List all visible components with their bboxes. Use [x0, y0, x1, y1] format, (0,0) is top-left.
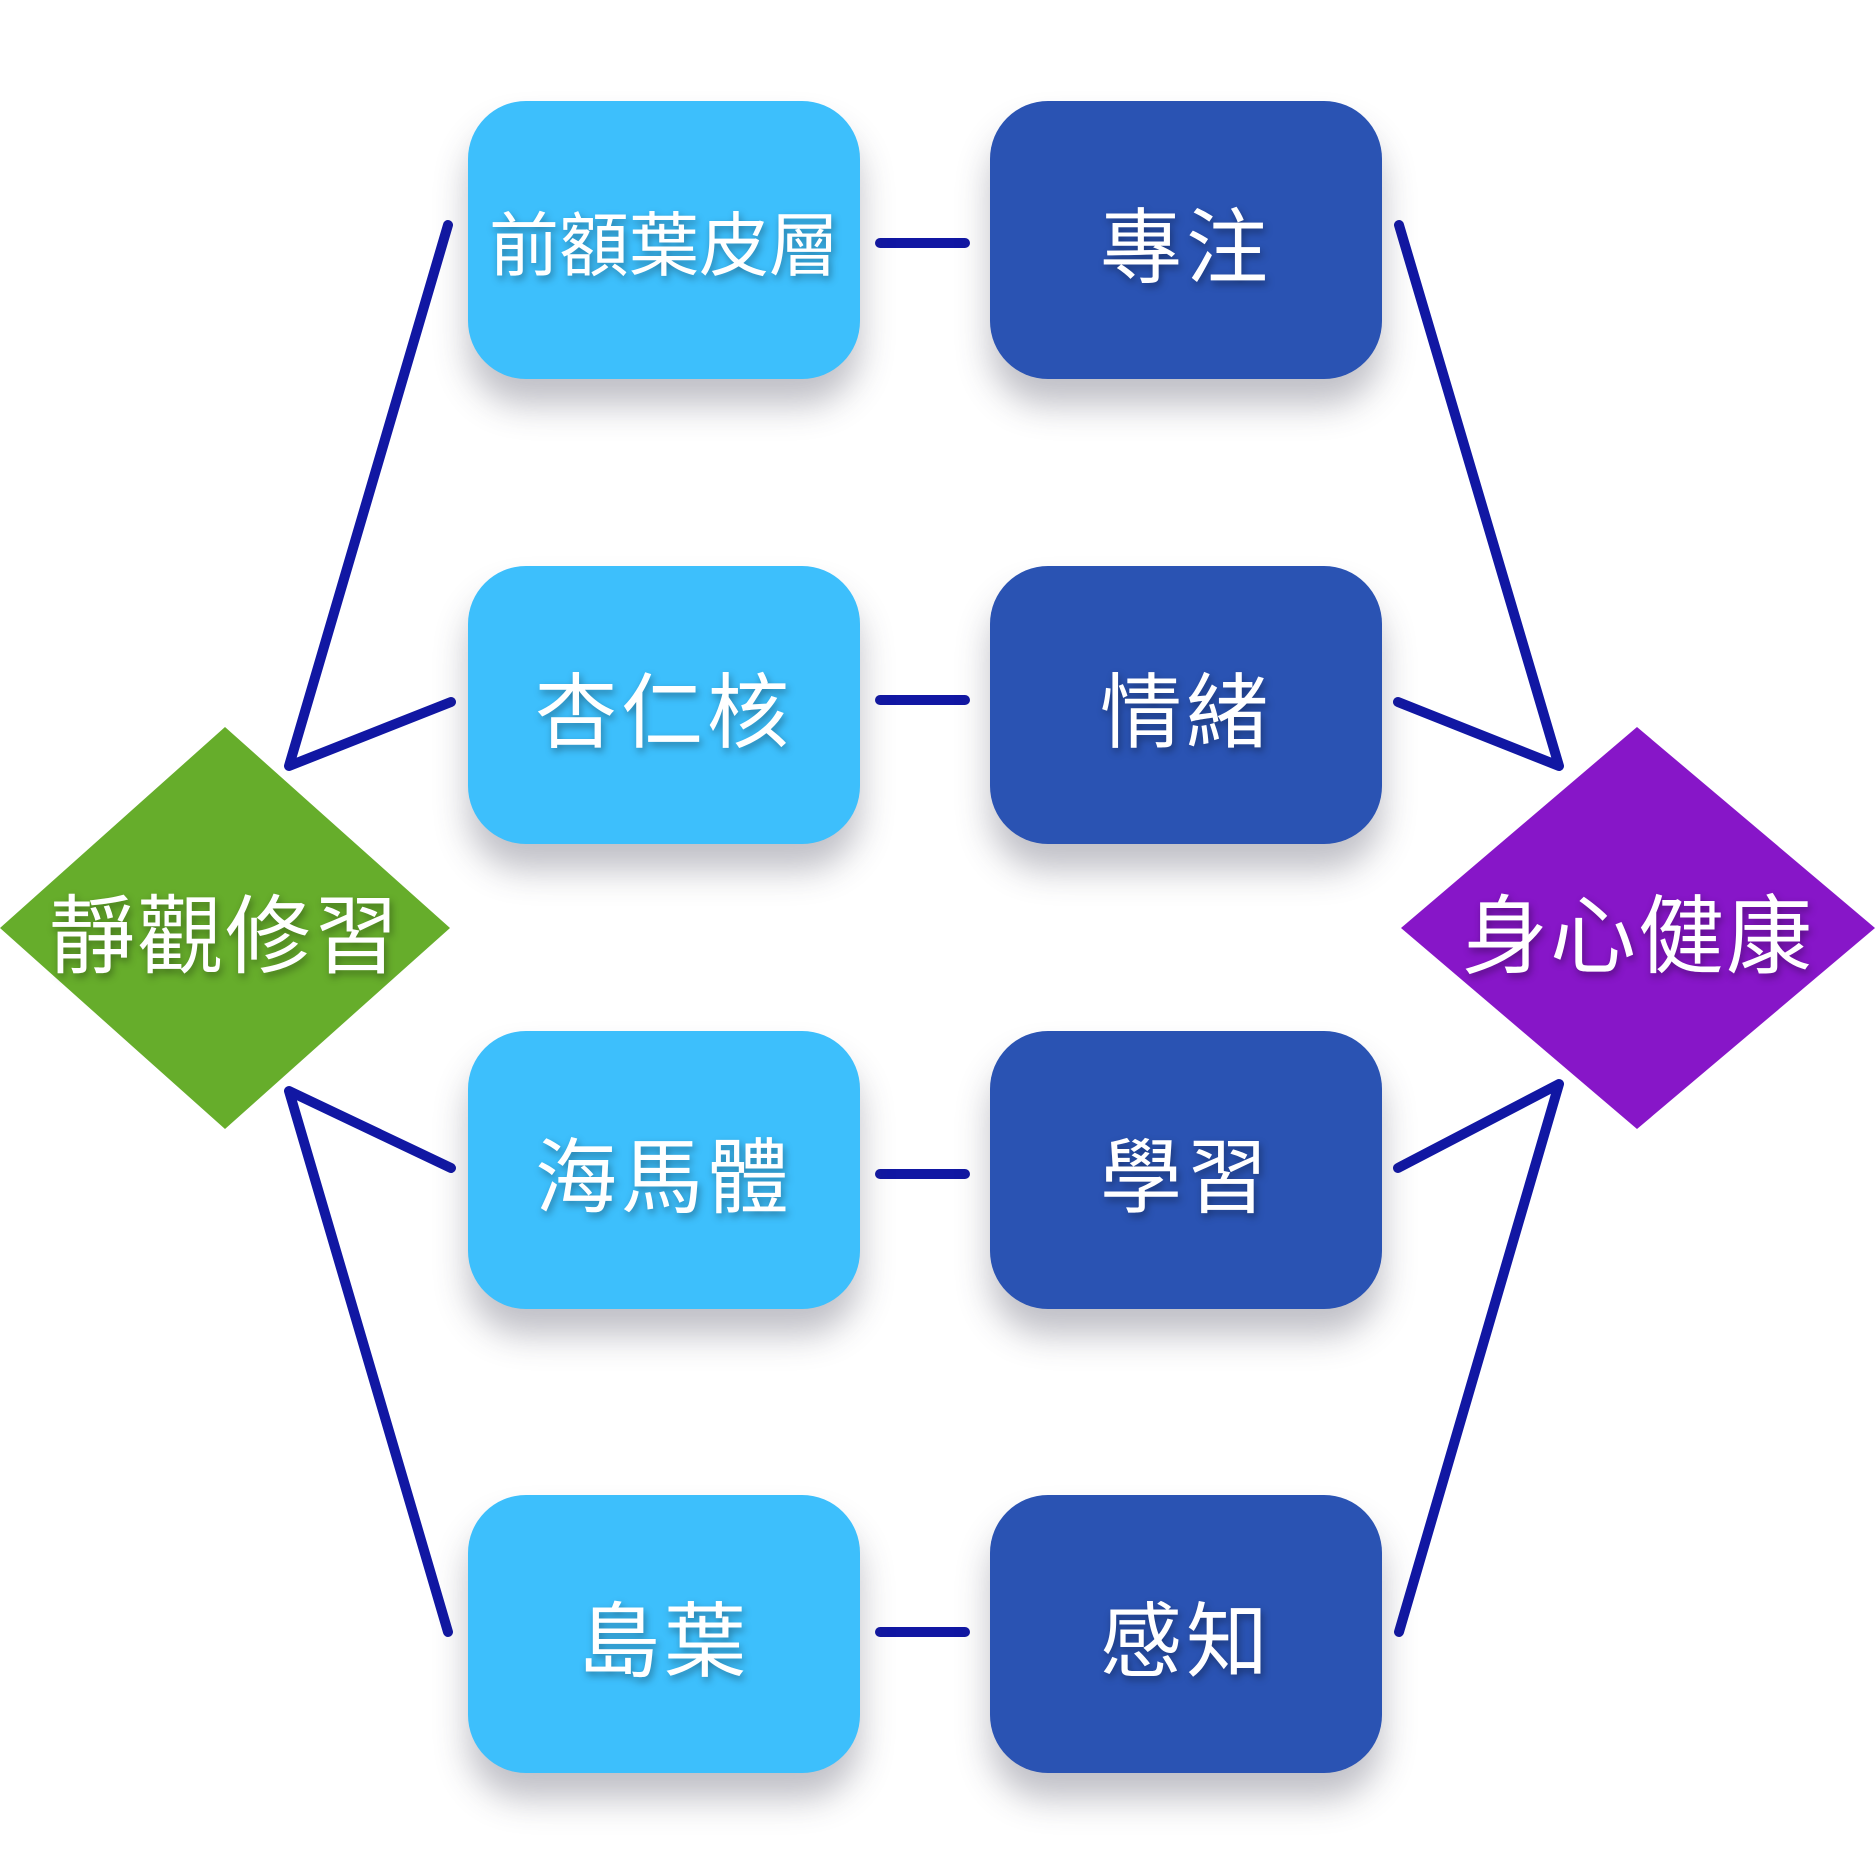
function-label: 情緒: [1099, 665, 1272, 761]
region-label: 前額葉皮層: [489, 204, 839, 287]
region-label: 海馬體: [534, 1130, 793, 1226]
source-label: 靜觀修習: [49, 886, 401, 987]
function-box-4: 感知: [990, 1495, 1382, 1773]
source-node: 靜觀修習: [0, 727, 450, 1129]
connector-row-3-to-target: [1393, 1079, 1564, 1637]
function-label: 專注: [1099, 200, 1272, 296]
region-box-3: 海馬體: [468, 1031, 860, 1309]
connector-row-2-to-target: [1393, 220, 1564, 771]
target-diamond-shape: [1401, 727, 1875, 1129]
region-box-4: 島葉: [468, 1495, 860, 1773]
target-label: 身心健康: [1462, 886, 1814, 987]
region-box-2: 杏仁核: [468, 566, 860, 844]
connector-source-to-row-4: [284, 1086, 456, 1637]
connector-source-to-row-1: [284, 220, 456, 771]
source-diamond-shape: [0, 727, 450, 1129]
function-box-1: 專注: [990, 101, 1382, 379]
region-label: 島葉: [577, 1594, 750, 1690]
target-node: 身心健康: [1401, 727, 1875, 1129]
region-label: 杏仁核: [534, 665, 793, 761]
function-label: 學習: [1099, 1130, 1272, 1226]
function-label: 感知: [1099, 1594, 1272, 1690]
function-box-3: 學習: [990, 1031, 1382, 1309]
region-box-1: 前額葉皮層: [468, 101, 860, 379]
function-box-2: 情緒: [990, 566, 1382, 844]
